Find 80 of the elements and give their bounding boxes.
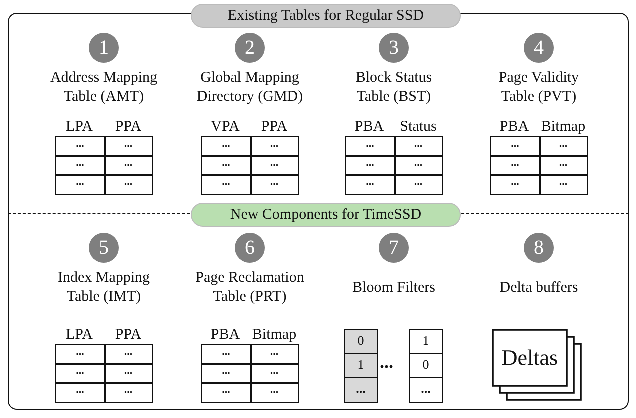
- table-cell: ...: [201, 344, 252, 364]
- table-cell: ...: [104, 363, 153, 384]
- table-cell: ...: [55, 382, 106, 402]
- table-cell: ...: [201, 363, 252, 384]
- table: [201, 119, 299, 194]
- table: [490, 119, 588, 194]
- table: [55, 119, 153, 194]
- component-title: Global Mapping Directory (GMD): [196, 69, 304, 107]
- table-cell: ...: [104, 155, 153, 176]
- table-cell: ...: [394, 155, 443, 176]
- table: [55, 327, 153, 402]
- number-badge: 5: [89, 233, 119, 263]
- number-badge: 7: [379, 233, 409, 263]
- bit-cell: 1: [344, 353, 378, 378]
- column-header: Status: [399, 119, 438, 136]
- section-header: Existing Tables for Regular SSD: [191, 4, 461, 28]
- table-cell: ...: [250, 344, 299, 364]
- table-cell: ...: [55, 155, 106, 176]
- number-badge: 1: [89, 33, 119, 63]
- column-header: LPA: [65, 327, 94, 344]
- number-badge: 3: [379, 33, 409, 63]
- bit-array: [344, 329, 378, 401]
- table-cell: ...: [250, 155, 299, 176]
- bit-cell: 1: [409, 329, 443, 354]
- column-header: LPA: [65, 119, 94, 136]
- table-cell: ...: [104, 344, 153, 364]
- table-cell: ...: [539, 155, 588, 176]
- component-title: Bloom Filters: [352, 278, 436, 298]
- table-cell: ...: [55, 136, 106, 156]
- bit-cell: ...: [344, 377, 378, 402]
- table-cell: ...: [104, 136, 153, 156]
- bit-cell: 0: [409, 353, 443, 378]
- table-cell: ...: [345, 136, 396, 156]
- table: [345, 119, 443, 194]
- stacked-pages: [491, 329, 583, 401]
- section-header: New Components for TimeSSD: [191, 203, 461, 227]
- component-title: Address Mapping Table (AMT): [49, 69, 159, 107]
- table-cell: ...: [55, 363, 106, 384]
- bit-cell: 0: [344, 329, 378, 354]
- bit-cell: ...: [409, 377, 443, 402]
- table-cell: ...: [490, 136, 540, 156]
- table-cell: ...: [345, 174, 396, 194]
- table-cell: ...: [250, 136, 299, 156]
- component-title: Page Validity Table (PVT): [498, 69, 580, 107]
- table-cell: ...: [55, 174, 106, 194]
- table-cell: ...: [490, 155, 540, 176]
- table-cell: ...: [55, 344, 106, 364]
- table-cell: ...: [394, 174, 443, 194]
- column-header: PPA: [260, 119, 289, 136]
- table-cell: ...: [539, 174, 588, 194]
- number-badge: 4: [524, 33, 554, 63]
- table-cell: ...: [201, 174, 252, 194]
- table-cell: ...: [250, 363, 299, 384]
- table-cell: ...: [394, 136, 443, 156]
- column-header: PPA: [114, 119, 143, 136]
- table-cell: ...: [104, 174, 153, 194]
- table-cell: ...: [250, 382, 299, 402]
- table-cell: ...: [345, 155, 396, 176]
- table-cell: ...: [490, 174, 540, 194]
- table-cell: ...: [104, 382, 153, 402]
- component-title: Page Reclamation Table (PRT): [194, 269, 306, 307]
- table-cell: ...: [201, 382, 252, 402]
- number-badge: 6: [235, 233, 265, 263]
- table-cell: ...: [250, 174, 299, 194]
- table-cell: ...: [539, 136, 588, 156]
- column-header: VPA: [210, 119, 241, 136]
- table-cell: ...: [201, 136, 252, 156]
- table-cell: ...: [201, 155, 252, 176]
- table: [201, 327, 299, 402]
- number-badge: 8: [524, 233, 554, 263]
- component-title: Index Mapping Table (IMT): [56, 269, 152, 307]
- component-title: Delta buffers: [500, 278, 578, 298]
- column-header: Bitmap: [540, 119, 587, 136]
- number-badge: 2: [235, 33, 265, 63]
- page-text: Deltas: [500, 344, 560, 372]
- bit-array: [409, 329, 443, 401]
- ellipsis-label: ...: [380, 352, 394, 373]
- component-title: Block Status Table (BST): [354, 69, 434, 107]
- column-header: PPA: [114, 327, 143, 344]
- column-header: Bitmap: [251, 327, 298, 344]
